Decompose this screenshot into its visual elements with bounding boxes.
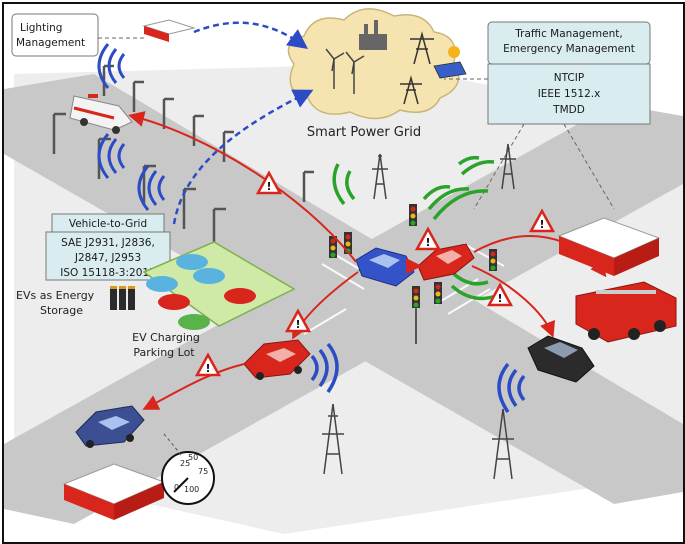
svg-text:!: ! [539,218,544,231]
evs-label-2: Storage [40,304,83,317]
parking-label-1: EV Charging [132,331,200,344]
lighting-management-box [12,14,98,56]
svg-text:!: ! [266,180,271,193]
traffic-std-3: TMDD [552,104,585,116]
lighting-label-1: Lighting [20,22,62,34]
svg-text:!: ! [295,318,300,331]
svg-text:75: 75 [198,467,208,476]
v2g-std-1: SAE J2931, J2836, [61,237,155,249]
traffic-std-2: IEEE 1512.x [538,88,601,100]
traffic-std-1: NTCIP [554,72,584,84]
v2g-std-2: J2847, J2953 [74,252,141,264]
svg-text:0: 0 [174,483,179,492]
battery-icon [110,286,135,310]
svg-text:!: ! [205,362,210,375]
svg-text:50: 50 [188,453,198,462]
lighting-label-2: Management [16,37,85,49]
svg-text:100: 100 [184,485,199,494]
v2g-title: Vehicle-to-Grid [69,218,147,230]
speedometer-icon: 25 50 75 0 100 [162,452,214,504]
smart-power-grid-label: Smart Power Grid [307,125,421,140]
svg-text:!: ! [425,236,430,249]
traffic-title-2: Emergency Management [503,43,635,55]
traffic-title-1: Traffic Management, [514,28,622,40]
parking-label-2: Parking Lot [133,346,195,359]
v2g-std-3: ISO 15118-3:2015 [60,267,156,279]
smart-city-diagram: Lighting Management Smart Power Grid Tra… [4,4,683,542]
evs-label-1: EVs as Energy [16,289,95,302]
svg-text:!: ! [497,292,502,305]
